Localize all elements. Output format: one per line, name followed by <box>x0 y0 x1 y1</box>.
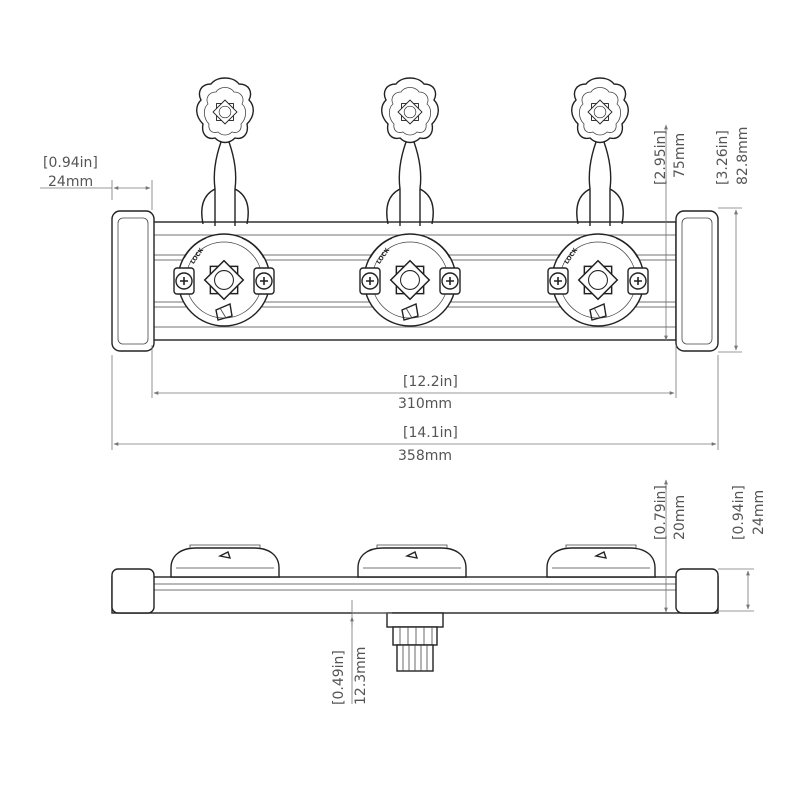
side-port-1 <box>170 544 280 578</box>
side-view: [0.49in] 12.3mm [0.79in] 20mm [0.94in] 2… <box>111 479 767 705</box>
dim-20-metric: 20mm <box>672 495 688 540</box>
side-port-3 <box>546 544 656 578</box>
end-cap-left <box>111 210 155 352</box>
cap-icon-1 <box>197 78 254 226</box>
dim-75-imperial: [2.95in] <box>653 130 669 185</box>
dim-82-imperial: [3.26in] <box>715 130 731 185</box>
bolt-icon <box>386 612 444 672</box>
dim-82-metric: 82.8mm <box>735 127 751 185</box>
dim-24-metric: 24mm <box>751 490 767 535</box>
dim-358-metric: 358mm <box>398 448 452 464</box>
top-view: [0.94in] 24mm [2.95in] 75mm [3.26in] 82.… <box>40 78 751 464</box>
dim-left-width-metric: 24mm <box>48 174 93 190</box>
dim-left-width-imperial: [0.94in] <box>43 155 98 171</box>
dim-75-metric: 75mm <box>672 133 688 178</box>
cap-icon-3 <box>572 78 629 226</box>
dim-310-metric: 310mm <box>398 396 452 412</box>
cap-icon-2 <box>382 78 439 226</box>
dim-24-imperial: [0.94in] <box>731 485 747 540</box>
dim-358-imperial: [14.1in] <box>403 425 458 441</box>
dim-310-imperial: [12.2in] <box>403 374 458 390</box>
end-cap-right <box>675 210 719 352</box>
dim-12-imperial: [0.49in] <box>331 650 347 705</box>
side-port-2 <box>357 544 467 578</box>
dim-12-metric: 12.3mm <box>353 647 369 705</box>
dim-20-imperial: [0.79in] <box>653 485 669 540</box>
